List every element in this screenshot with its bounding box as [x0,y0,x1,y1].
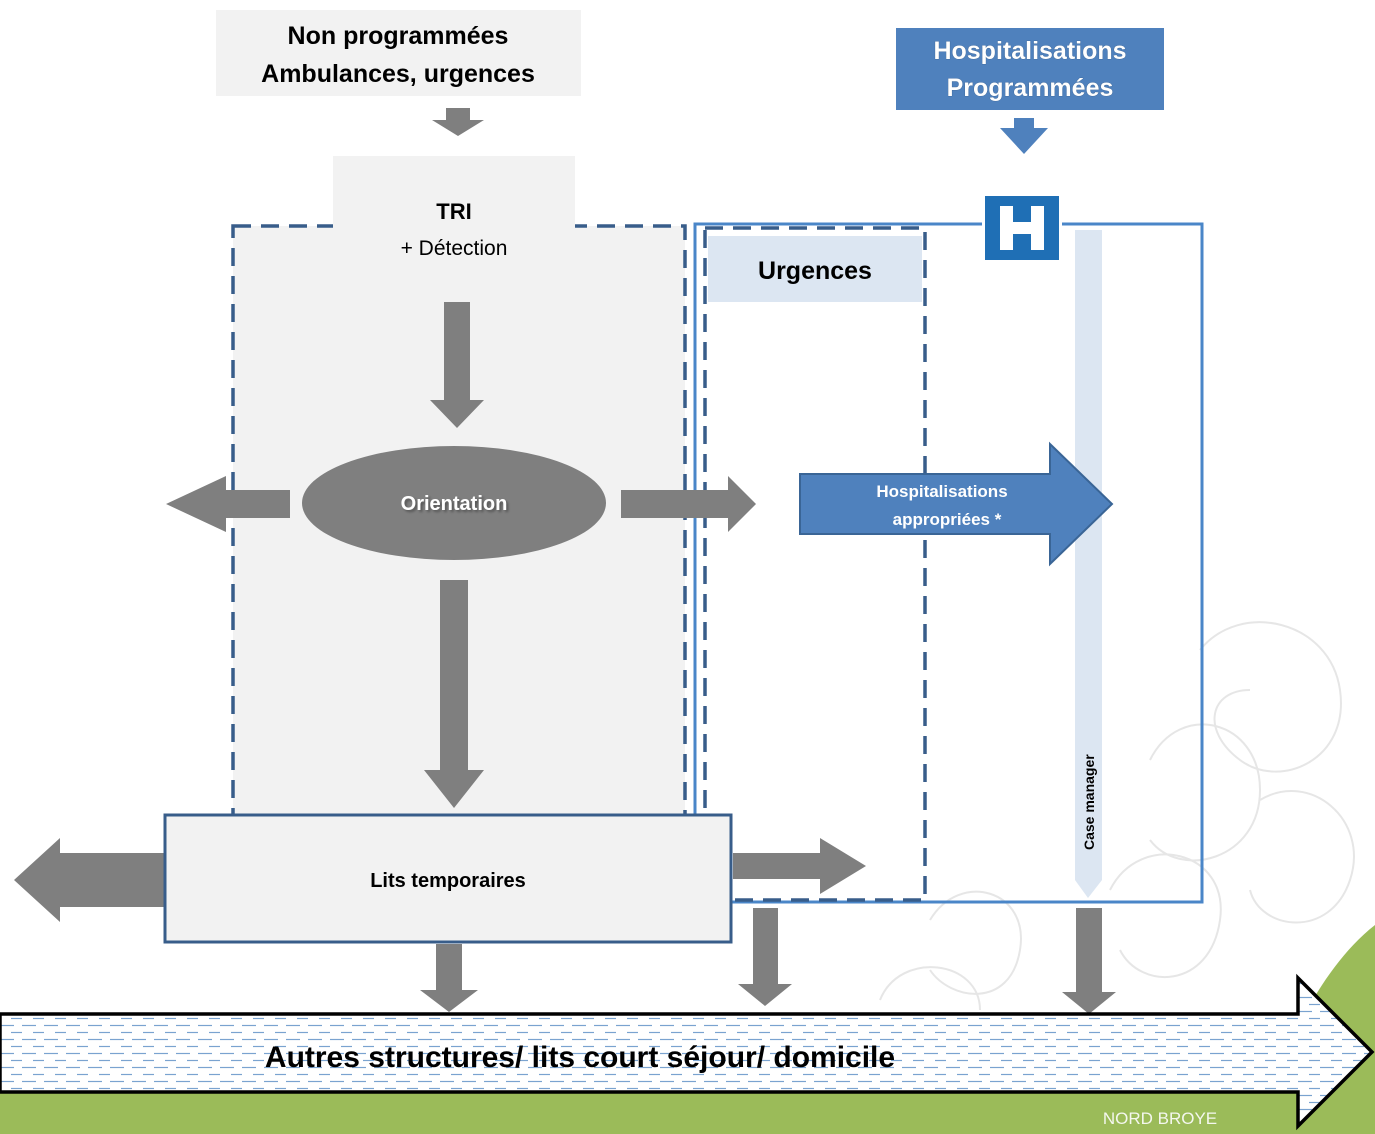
tri-title: TRI [436,199,471,224]
autres-structures-arrow [0,973,1375,1131]
urgences-zone [703,226,927,902]
hospitalisations-programmees-line2: Programmées [947,74,1114,102]
case-manager-bar [1075,230,1102,898]
background-watermark [879,621,1355,1011]
tri-subtitle: + Détection [401,237,508,260]
arrow-down-from-hospital [1062,908,1116,1014]
hospitalisations-programmees-line1: Hospitalisations [933,37,1126,65]
non-programmees-box [216,10,581,96]
hospitalisations-appropriees-line1: Hospitalisations [876,482,1007,501]
case-manager-label: Case manager [1081,754,1097,850]
arrow-left-from-orientation [166,476,290,532]
orientation-ellipse [302,446,606,560]
lits-temporaires-box [163,813,733,944]
arrow-down-from-urgences [738,908,792,1006]
arrow-left-from-lits [14,838,165,922]
watermark-text: NORD BROYE [1103,1109,1217,1128]
hospitalisations-appropriees-line2: appropriées * [893,510,1002,529]
non-programmees-line1: Non programmées [288,22,509,50]
arrow-down-from-programmees [1000,118,1048,154]
urgences-label-box [708,236,922,302]
arrow-down-to-orientation [430,302,484,428]
hospital-zone [693,222,1204,904]
lits-temporaires-label: Lits temporaires [370,870,526,892]
arrow-down-from-lits [420,944,478,1012]
arrow-down-to-tri [432,108,484,136]
hospitalisations-appropriees-arrow [799,441,1114,567]
arrow-down-to-lits [424,580,484,808]
arrow-right-from-lits [733,838,866,894]
arrow-right-from-orientation [621,476,756,532]
hospital-icon [982,195,1062,261]
orientation-label: Orientation [401,493,508,515]
urgences-label: Urgences [758,257,872,285]
hospitalisations-programmees-box [896,28,1164,110]
arrows [14,108,1116,1014]
tri-box [333,156,575,266]
autres-structures-label: Autres structures/ lits court séjour/ do… [265,1041,895,1074]
non-programmees-line2: Ambulances, urgences [261,60,535,88]
